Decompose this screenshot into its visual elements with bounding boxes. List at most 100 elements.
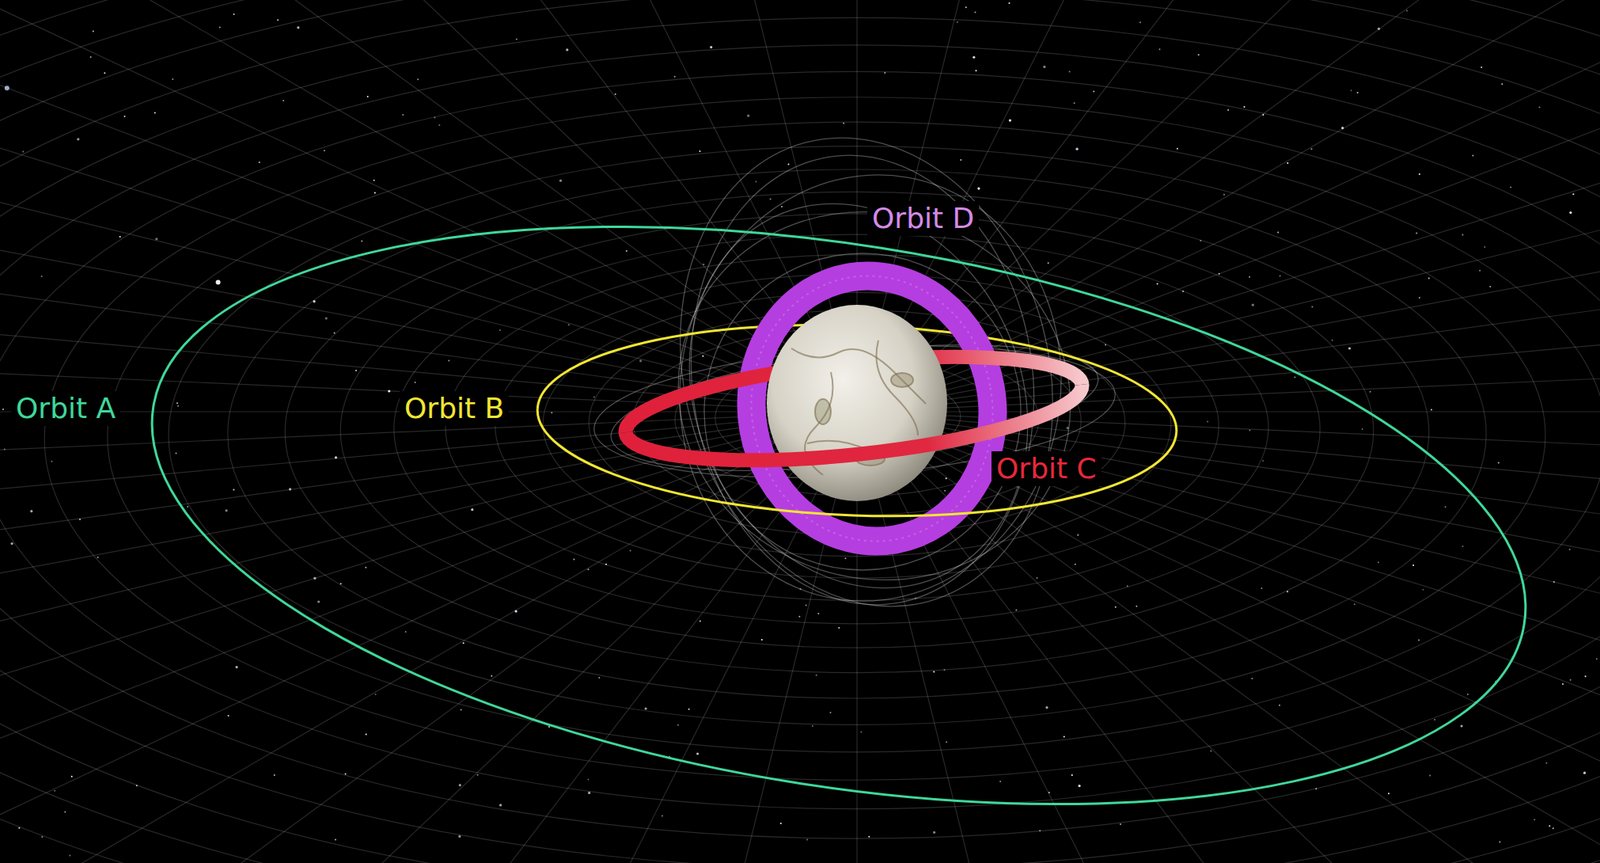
orbit-a — [110, 139, 1566, 863]
grid-spoke — [0, 0, 834, 395]
star — [334, 838, 337, 841]
star — [458, 783, 462, 786]
star — [258, 161, 261, 164]
star — [323, 149, 326, 152]
star — [499, 803, 502, 806]
grid-spoke — [0, 421, 816, 848]
star — [225, 508, 228, 512]
star — [1176, 147, 1179, 150]
orbit-label: Orbit D — [867, 200, 979, 236]
star — [959, 159, 962, 161]
star — [155, 237, 158, 240]
star — [1279, 275, 1282, 277]
star — [1069, 71, 1071, 73]
star — [154, 112, 156, 114]
star — [587, 568, 590, 570]
star — [709, 45, 713, 49]
star — [568, 323, 570, 326]
star — [447, 359, 450, 361]
star — [1460, 724, 1464, 727]
star — [977, 187, 980, 190]
star — [90, 56, 92, 58]
star — [944, 489, 946, 492]
star — [625, 250, 628, 252]
star — [1418, 173, 1421, 175]
star — [367, 95, 369, 98]
star — [798, 615, 800, 618]
star — [235, 665, 239, 668]
star — [462, 641, 465, 644]
star — [405, 630, 407, 633]
star — [975, 69, 978, 72]
star — [1539, 106, 1541, 109]
star — [1311, 147, 1313, 150]
star — [1418, 638, 1420, 641]
star — [92, 30, 95, 33]
star — [1047, 261, 1050, 264]
star — [805, 603, 808, 606]
star — [97, 556, 99, 558]
star — [677, 724, 679, 726]
star — [1480, 66, 1483, 69]
star — [1278, 704, 1281, 706]
star — [1036, 576, 1039, 579]
star — [1377, 561, 1380, 563]
orbit-label: Orbit A — [11, 390, 121, 426]
grid-spoke — [0, 423, 819, 863]
grid-spoke — [884, 0, 1600, 396]
star — [699, 620, 702, 622]
star — [438, 124, 440, 126]
star — [124, 115, 126, 118]
star — [103, 72, 106, 74]
star — [1584, 674, 1587, 677]
grid-spoke — [0, 230, 811, 408]
star — [11, 542, 14, 545]
star — [176, 401, 179, 404]
grid-spoke — [0, 142, 812, 406]
star — [1387, 792, 1390, 794]
star — [1429, 773, 1431, 776]
star — [364, 566, 367, 569]
star — [769, 198, 772, 201]
grid-spoke — [0, 0, 826, 397]
star — [1501, 83, 1503, 85]
star — [1483, 246, 1486, 248]
star — [50, 460, 53, 463]
star — [1497, 462, 1500, 464]
grid-ring — [107, 121, 1600, 752]
star — [216, 279, 221, 285]
grid-spoke — [221, 430, 843, 863]
star — [837, 626, 840, 629]
star — [490, 674, 493, 677]
grid-spoke — [903, 415, 1600, 593]
grid-spoke — [0, 427, 830, 863]
star — [999, 780, 1001, 782]
star — [587, 791, 591, 794]
star — [1209, 750, 1212, 752]
star — [830, 711, 832, 713]
star — [696, 751, 699, 755]
star — [1552, 826, 1555, 829]
star — [1569, 548, 1571, 550]
star — [1198, 53, 1200, 56]
star — [932, 830, 936, 834]
star — [1353, 602, 1356, 605]
star — [945, 477, 948, 479]
star — [1428, 277, 1430, 280]
star — [1206, 420, 1209, 423]
star — [868, 835, 870, 838]
star — [1063, 735, 1066, 738]
star — [373, 179, 376, 182]
star — [614, 93, 617, 95]
star — [1042, 65, 1046, 69]
grid-spoke — [880, 428, 1600, 863]
